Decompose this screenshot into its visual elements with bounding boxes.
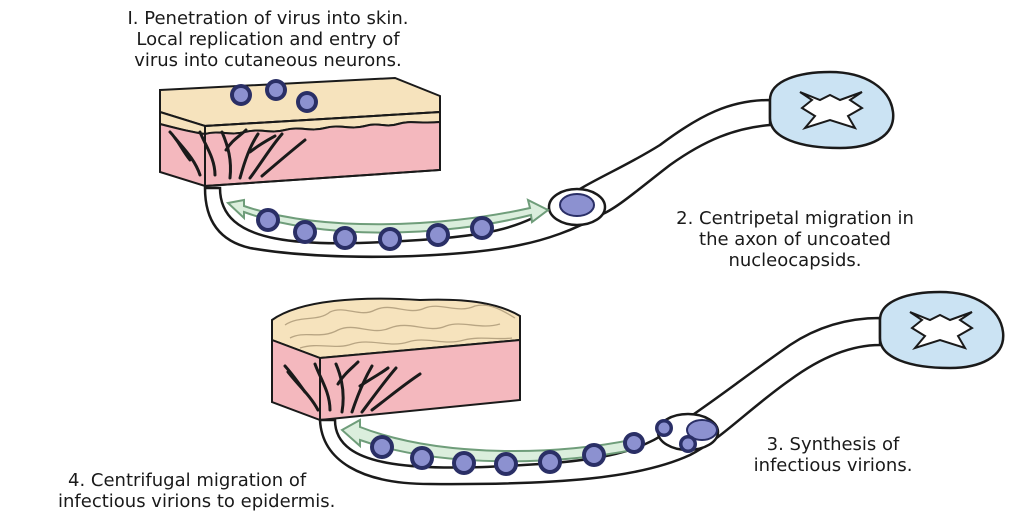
- virion: [230, 84, 252, 106]
- virion: [655, 419, 673, 437]
- step-3-label: 3. Synthesis of infectious virions.: [728, 434, 938, 476]
- virion: [293, 220, 317, 244]
- step-2-label: 2. Centripetal migration in the axon of …: [630, 208, 960, 271]
- virion: [333, 226, 357, 250]
- virion: [426, 223, 450, 247]
- virion: [370, 435, 394, 459]
- step-2-line-1: 2. Centripetal migration in: [630, 208, 960, 229]
- step-2-line-2: the axon of uncoated: [630, 229, 960, 250]
- spinal-cord-top: [770, 72, 893, 148]
- virion: [265, 79, 287, 101]
- spinal-cord-bottom: [880, 292, 1003, 368]
- step-1-label: I. Penetration of virus into skin. Local…: [58, 8, 478, 71]
- skin-block-bottom: [272, 299, 520, 420]
- virion: [452, 451, 476, 475]
- virion: [296, 91, 318, 113]
- step-3-line-2: infectious virions.: [728, 455, 938, 476]
- virion: [679, 435, 697, 453]
- step-1-line-3: virus into cutaneous neurons.: [58, 50, 478, 71]
- step-4-line-2: infectious virions to epidermis.: [58, 491, 438, 512]
- step-1-line-2: Local replication and entry of: [58, 29, 478, 50]
- step-3-line-1: 3. Synthesis of: [728, 434, 938, 455]
- virion: [256, 208, 280, 232]
- virion: [538, 450, 562, 474]
- virion: [470, 216, 494, 240]
- step-4-line-1: 4. Centrifugal migration of: [58, 470, 438, 491]
- virion: [378, 227, 402, 251]
- step-2-line-3: nucleocapsids.: [630, 250, 960, 271]
- step-4-label: 4. Centrifugal migration of infectious v…: [58, 470, 438, 512]
- virion: [582, 443, 606, 467]
- virion: [410, 446, 434, 470]
- virion: [494, 452, 518, 476]
- nucleus-top: [560, 194, 594, 216]
- virion: [623, 432, 645, 454]
- step-1-line-1: I. Penetration of virus into skin.: [58, 8, 478, 29]
